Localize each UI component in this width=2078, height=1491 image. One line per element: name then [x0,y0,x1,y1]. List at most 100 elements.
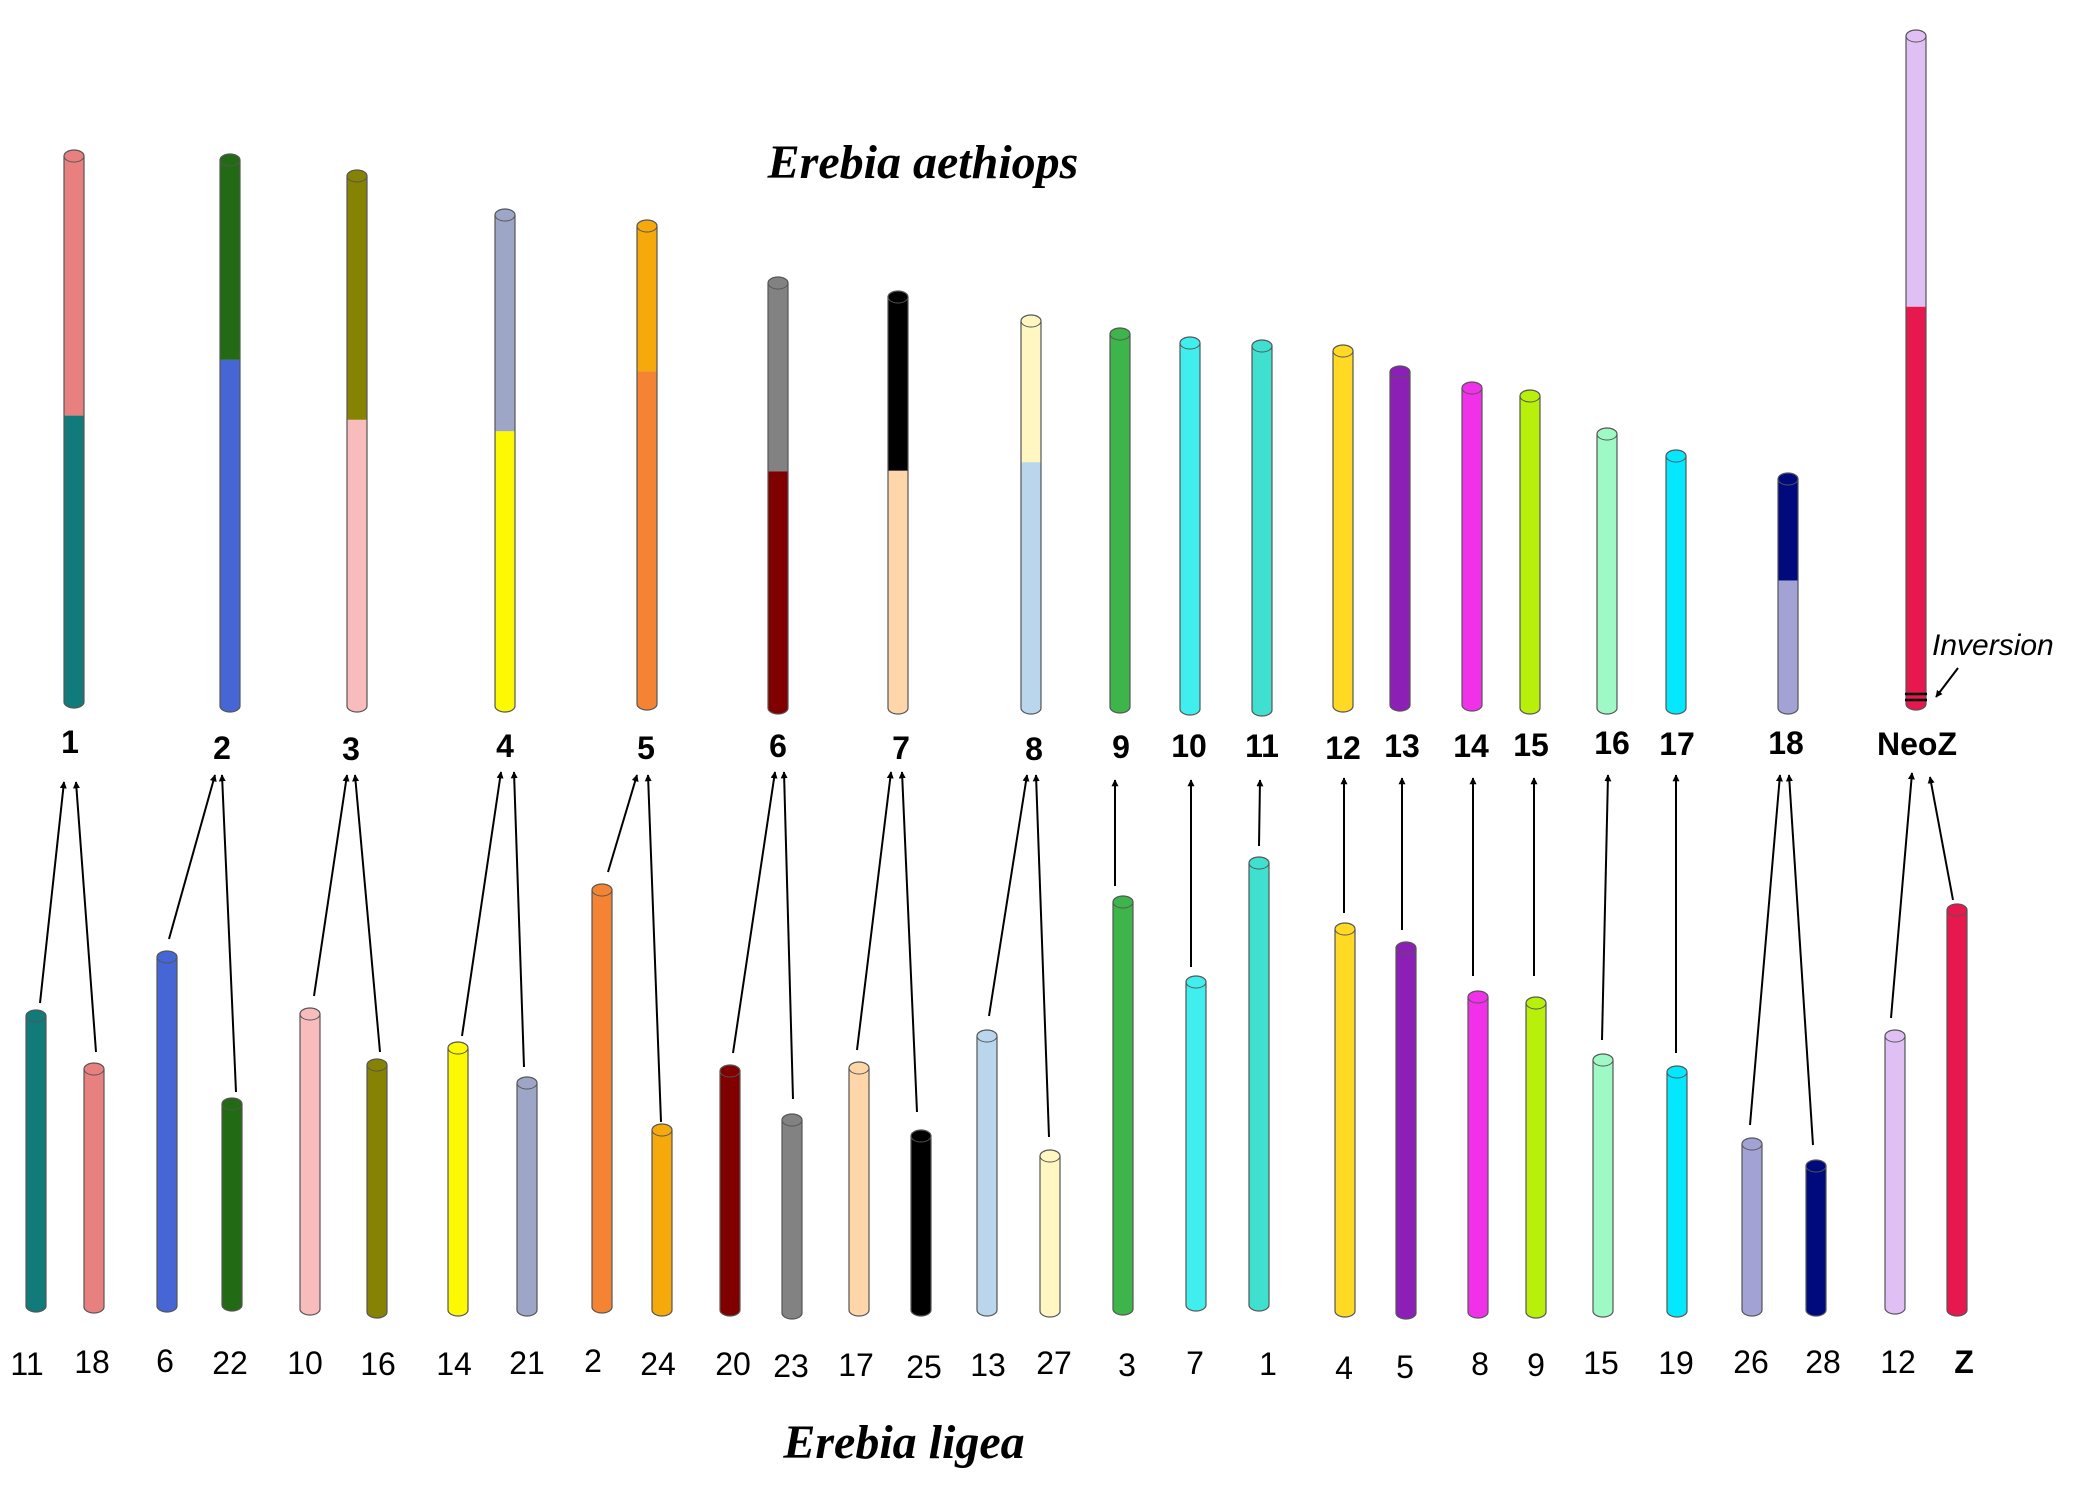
bottom-chromosome-5-20-cap [1395,947,1417,955]
bottom-chromosome-12-27-segment-1 [1885,1030,1905,1314]
top-chromosome-7 [887,290,909,715]
bottom-chromosome-18-1-cap [83,1068,105,1076]
top-chromosome-11 [1251,339,1273,717]
bottom-chromosome-6-2-cap [156,956,178,964]
top-chromosome-label: 10 [1171,728,1207,764]
bottom-chromosome-20-10-outline [719,1064,741,1317]
top-chromosome-15-outline [1519,389,1541,715]
bottom-chromosome-6-2 [156,950,178,1313]
homology-arrow [352,774,381,1053]
top-chromosome-neoz-segment-2 [1906,306,1926,710]
bottom-chromosome-label: 4 [1335,1350,1353,1386]
top-chromosome-8-outline [1020,314,1042,715]
top-chromosome-label: 9 [1112,729,1130,765]
bottom-chromosome-24-9 [651,1123,673,1317]
top-chromosome-5 [636,219,658,711]
top-chromosome-label: 3 [342,731,360,767]
top-chromosome-3 [346,169,368,713]
bottom-chromosome-14-6 [447,1041,469,1317]
homology-arrow [39,781,67,1004]
top-chromosome-5-cap [636,225,658,233]
top-chromosome-10-outline [1179,336,1201,716]
homology-arrow [607,774,639,873]
bottom-chromosome-12-27 [1884,1029,1906,1315]
bottom-chromosome-8-21-cap [1467,996,1489,1004]
top-chromosome-4-outline [494,208,516,713]
top-chromosome-17-cap [1665,455,1687,463]
bottom-chromosome-8-21-outline [1467,990,1489,1319]
bottom-chromosome-9-22-outline [1525,996,1547,1319]
top-chromosome-6-segment-1 [768,277,788,472]
bottom-chromosome-15-23-segment-1 [1593,1054,1613,1317]
bottom-chromosome-27-15-cap [1039,1155,1061,1163]
top-chromosome-13 [1389,365,1411,712]
homology-arrow [1890,772,1915,1019]
inversion-annotation: Inversion [1932,629,2054,698]
top-chromosome-17-segment-1 [1666,450,1686,714]
top-chromosome-9-cap [1109,333,1131,341]
bottom-chromosome-9-22-cap [1525,1002,1547,1010]
top-chromosome-2-cap [219,159,241,167]
bottom-chromosome-12-27-outline [1884,1029,1906,1315]
bottom-chromosome-28-26-outline [1805,1159,1827,1317]
top-chromosome-label: NeoZ [1877,726,1957,762]
bottom-chromosome-24-9-segment-1 [652,1124,672,1316]
inversion-pointer-arrow [1935,667,1959,698]
bottom-chromosome-18-1-segment-1 [84,1063,104,1313]
bottom-chromosome-14-6-segment-1 [448,1042,468,1316]
bottom-chromosome-label: 12 [1880,1344,1916,1380]
top-chromosome-label: 1 [61,724,79,760]
bottom-chromosome-18-1 [83,1062,105,1314]
top-chromosome-9 [1109,327,1131,714]
top-chromosome-11-cap [1251,345,1273,353]
top-chromosome-7-segment-2 [888,470,908,714]
top-chromosome-15-segment-1 [1520,390,1540,714]
bottom-chromosome-z-28-cap [1946,909,1968,917]
bottom-chromosome-19-24 [1666,1065,1688,1318]
top-chromosome-7-cap [887,296,909,304]
top-chromosome-17 [1665,449,1687,715]
bottom-chromosome-19-24-cap [1666,1071,1688,1079]
top-chromosome-3-outline [346,169,368,713]
bottom-chromosome-17-12-segment-1 [849,1062,869,1316]
bottom-chromosome-1-18-segment-1 [1249,857,1269,1311]
bottom-chromosome-label: 6 [156,1343,174,1379]
bottom-chromosome-27-15 [1039,1149,1061,1318]
top-chromosome-1-cap [63,155,85,163]
top-chromosome-2-segment-2 [220,359,240,712]
bottom-chromosome-5-20 [1395,941,1417,1320]
bottom-chromosome-17-12 [848,1061,870,1317]
bottom-chromosome-19-24-segment-1 [1667,1066,1687,1317]
bottom-chromosome-5-20-segment-1 [1396,942,1416,1319]
homology-arrow [988,774,1030,1017]
top-chromosome-11-outline [1251,339,1273,717]
top-chromosome-8-segment-1 [1021,315,1041,463]
bottom-chromosome-2-8-outline [591,883,613,1314]
top-chromosome-11-segment-1 [1252,340,1272,716]
top-chromosome-7-outline [887,290,909,715]
bottom-chromosome-2-8 [591,883,613,1314]
top-chromosome-9-segment-1 [1110,328,1130,713]
homology-arrow [168,774,217,940]
bottom-chromosome-23-11-segment-1 [782,1114,802,1319]
top-chromosome-4 [494,208,516,713]
bottom-chromosome-label: 25 [906,1349,942,1385]
top-chromosome-12-cap [1332,350,1354,358]
bottom-species-title: Erebia ligea [782,1416,1024,1469]
top-chromosome-14-cap [1461,387,1483,395]
top-chromosome-1-segment-2 [64,415,84,708]
top-chromosome-16-segment-1 [1597,428,1617,714]
bottom-chromosome-22-3-outline [221,1097,243,1312]
bottom-chromosome-label: 15 [1583,1345,1619,1381]
bottom-chromosome-4-19-segment-1 [1335,923,1355,1317]
bottom-chromosome-22-3-segment-1 [222,1098,242,1311]
top-chromosome-label: 18 [1768,725,1804,761]
bottom-chromosome-5-20-outline [1395,941,1417,1320]
top-chromosome-label: 5 [637,730,655,766]
homology-arrows [39,771,1954,1146]
bottom-chromosome-16-5 [366,1058,388,1319]
bottom-chromosome-1-18-outline [1248,856,1270,1312]
bottom-chromosome-3-16 [1112,895,1134,1316]
bottom-chromosome-10-4-cap [299,1013,321,1021]
